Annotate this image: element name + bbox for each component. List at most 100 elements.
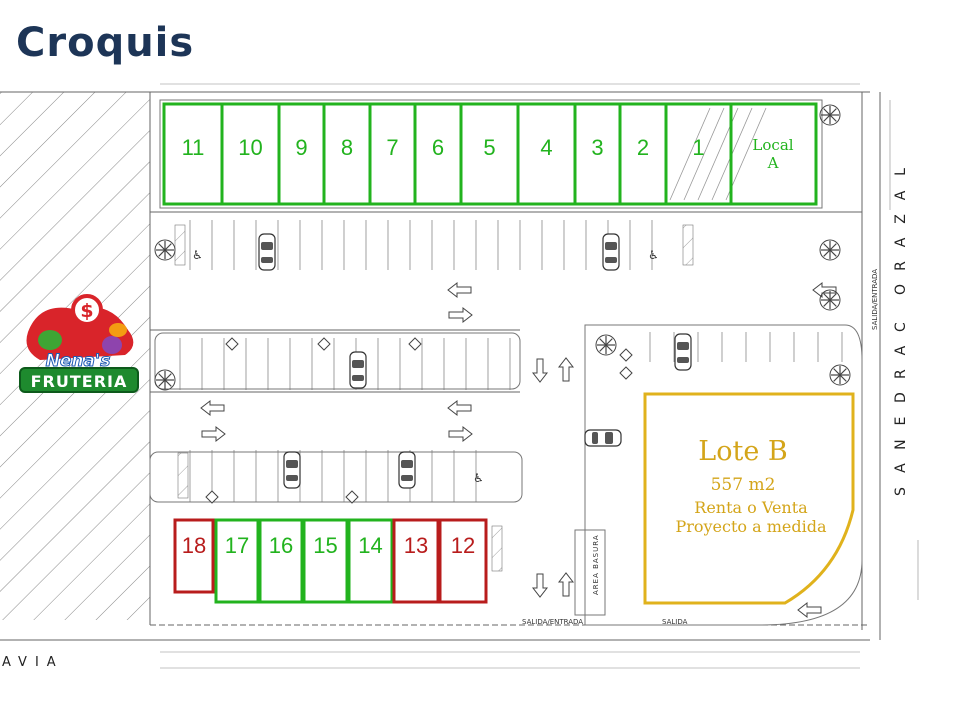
- lamp-markers: [205, 337, 633, 504]
- unit-1-label: 1: [692, 135, 704, 160]
- tree-icon: [829, 364, 851, 386]
- arrow-up-icon: [557, 572, 575, 597]
- unit-9[interactable]: 9: [277, 102, 326, 206]
- street-letter: O: [893, 284, 909, 295]
- page-title: Croquis: [16, 20, 195, 66]
- unit-18[interactable]: 18: [173, 518, 215, 594]
- unit-10-label: 10: [238, 135, 262, 160]
- unit-11[interactable]: 11: [162, 102, 224, 206]
- unit-8-label: 8: [341, 135, 353, 160]
- unit-12[interactable]: 12: [438, 518, 488, 604]
- top-building: [159, 99, 823, 209]
- street-letter: E: [893, 417, 909, 426]
- access-label-exit: SALIDA: [662, 618, 688, 626]
- street-letter: Z: [893, 214, 909, 224]
- logo-top-text: Nena's: [46, 351, 111, 371]
- unit-3[interactable]: 3: [573, 102, 622, 206]
- street-letter: R: [893, 369, 909, 379]
- logo-symbol: $: [80, 300, 93, 322]
- fruteria-logo: $ Nena's FRUTERIA: [19, 294, 139, 393]
- traffic-arrows: [200, 281, 837, 619]
- logo-dollar-badge: [71, 294, 103, 326]
- middle-island: [154, 332, 521, 390]
- svg-text:♿: ♿: [473, 471, 484, 485]
- logo-bottom-text: FRUTERIA: [31, 372, 128, 391]
- lote-b[interactable]: Lote B 557 m2 Renta o Venta Proyecto a m…: [643, 392, 855, 605]
- unit-1-hatch: [669, 107, 767, 201]
- arrow-down-icon: [531, 573, 549, 598]
- street-letter: D: [893, 392, 909, 403]
- access-label-right: SALIDA/ENTRADA: [871, 269, 879, 330]
- lote-b-area: 557 m2: [711, 475, 776, 495]
- local-a[interactable]: Local A: [729, 102, 818, 206]
- arrow-up-icon: [557, 357, 575, 382]
- unit-13[interactable]: 13: [392, 518, 440, 604]
- car-icon: [674, 333, 692, 371]
- unit-9-label: 9: [295, 135, 307, 160]
- street-letter: L: [893, 168, 909, 176]
- unit-16[interactable]: 16: [258, 518, 304, 604]
- car-icon: [602, 233, 620, 271]
- unit-7[interactable]: 7: [368, 102, 417, 206]
- street-name-bottom: AVIA: [2, 655, 64, 670]
- arrow-down-icon: [531, 358, 549, 383]
- unit-14[interactable]: 14: [347, 518, 394, 604]
- lamp-marker: [408, 337, 422, 351]
- unit-6[interactable]: 6: [413, 102, 463, 206]
- unit-4[interactable]: 4: [516, 102, 577, 206]
- unit-12-outline: [438, 518, 488, 604]
- tree-icon: [595, 334, 617, 356]
- arrow-left-icon: [447, 399, 472, 417]
- unit-4-label: 4: [540, 135, 552, 160]
- car-icon: [349, 351, 367, 389]
- tree-icon: [154, 369, 176, 391]
- local-a-label-2: A: [767, 154, 779, 172]
- unit-2[interactable]: 2: [618, 102, 668, 206]
- parking-row-right: [649, 332, 843, 362]
- car-icon: [398, 451, 416, 489]
- car-icon: [283, 451, 301, 489]
- svg-text:♿: ♿: [648, 248, 659, 262]
- unit-16-outline: [258, 518, 304, 604]
- lote-b-name: Lote B: [698, 436, 787, 467]
- tree-icon: [819, 104, 841, 126]
- unit-1[interactable]: 1: [664, 102, 767, 206]
- tree-icon: [154, 239, 176, 261]
- unit-10[interactable]: 10: [220, 102, 281, 206]
- tree-icon: [819, 239, 841, 261]
- curb-hatch-2: [682, 224, 694, 266]
- unit-15-outline: [302, 518, 349, 604]
- trees: [154, 104, 851, 391]
- trash-area-label: AREA BASURA: [592, 534, 600, 595]
- trash-area: [574, 529, 606, 616]
- street-letter: A: [893, 463, 909, 473]
- unit-8[interactable]: 8: [322, 102, 372, 206]
- parking-row-mid-lower: [189, 450, 477, 502]
- car-icon: [258, 233, 276, 271]
- car-icon: [584, 429, 622, 447]
- lote-b-line2: Proyecto a medida: [675, 517, 827, 536]
- unit-15[interactable]: 15: [302, 518, 349, 604]
- accessible-parking-icon: ♿ ♿ ♿: [192, 248, 659, 485]
- unit-5[interactable]: 5: [459, 102, 520, 206]
- unit-17[interactable]: 17: [214, 518, 260, 604]
- unit-6-label: 6: [432, 135, 444, 160]
- lamp-marker: [345, 490, 359, 504]
- lower-island: [149, 451, 523, 503]
- curb-hatch-1: [174, 224, 186, 266]
- lote-b-line1: Renta o Venta: [694, 498, 808, 517]
- curb-hatch-4: [491, 525, 503, 572]
- unit-2-label: 2: [637, 135, 649, 160]
- street-letter: S: [893, 487, 909, 496]
- unit-5-label: 5: [483, 135, 495, 160]
- right-building-outline: [584, 324, 863, 626]
- street-letter: R: [893, 261, 909, 271]
- unit-14-outline: [347, 518, 394, 604]
- dimension-lines: [160, 83, 919, 669]
- unit-18-label: 18: [182, 533, 206, 558]
- unit-15-label: 15: [313, 533, 337, 558]
- local-a-label-1: Local: [752, 136, 793, 154]
